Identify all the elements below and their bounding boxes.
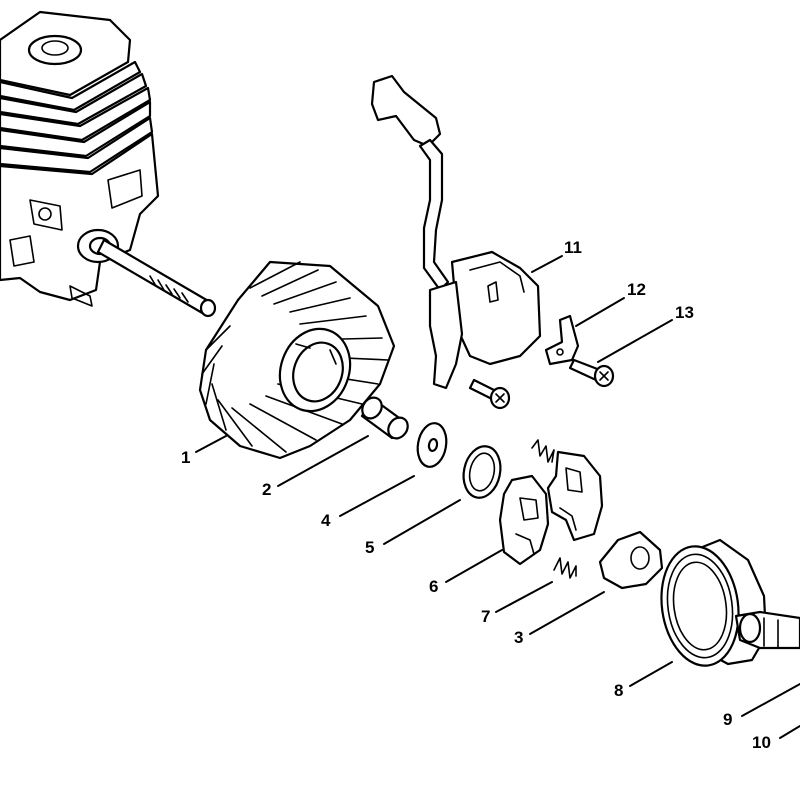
ignition-module	[370, 74, 542, 410]
leader-2	[277, 435, 369, 487]
callout-10: 10	[752, 733, 771, 752]
sleeve	[360, 396, 409, 440]
leader-11	[531, 255, 563, 273]
leader-6	[445, 549, 503, 583]
callout-labels: 1 2 4 5 6 7 3 8 9 10 11 12 13	[181, 238, 771, 752]
callout-13: 13	[675, 303, 694, 322]
drum-shaft	[734, 610, 800, 650]
clutch-carrier	[598, 530, 664, 590]
leader-13	[597, 319, 673, 363]
screw	[568, 358, 615, 388]
callout-3: 3	[514, 628, 523, 647]
callout-12: 12	[627, 280, 646, 299]
leader-10	[779, 725, 800, 739]
flywheel	[198, 260, 396, 460]
callout-5: 5	[365, 538, 374, 557]
leader-lines	[195, 255, 800, 739]
leader-7	[495, 581, 553, 613]
washer	[416, 422, 448, 468]
leader-1	[195, 435, 227, 453]
callout-1: 1	[181, 448, 190, 467]
callout-6: 6	[429, 577, 438, 596]
callout-11: 11	[564, 238, 582, 257]
callout-2: 2	[262, 480, 271, 499]
leader-12	[575, 297, 625, 327]
callout-8: 8	[614, 681, 623, 700]
spacer-ring	[462, 445, 502, 499]
crankshaft	[96, 238, 217, 318]
clutch-spring-top	[531, 439, 555, 463]
leader-9	[741, 683, 800, 717]
engine-cylinder	[0, 10, 160, 307]
callout-7: 7	[481, 607, 490, 626]
leader-4	[339, 475, 415, 517]
callout-9: 9	[723, 710, 732, 729]
clutch-spring	[553, 557, 577, 579]
clutch-drum	[660, 538, 768, 667]
ground-tab	[544, 314, 580, 366]
callout-4: 4	[321, 511, 331, 530]
clutch-shoes	[498, 450, 604, 566]
leader-3	[529, 591, 605, 635]
leader-5	[383, 499, 461, 545]
leader-8	[629, 661, 673, 687]
